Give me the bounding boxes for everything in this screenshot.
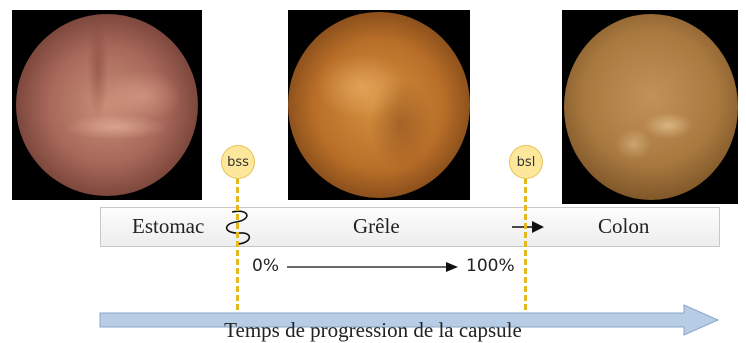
progress-start-label: 0% bbox=[252, 256, 279, 276]
marker-bss: bss bbox=[221, 145, 255, 179]
valve-arrow-icon bbox=[512, 221, 544, 233]
time-axis-label: Temps de progression de la capsule bbox=[0, 318, 746, 343]
bss-dashed-line bbox=[236, 178, 239, 310]
progress-arrow bbox=[287, 262, 458, 272]
progress-end-label: 100% bbox=[466, 256, 515, 276]
bsl-dashed-line bbox=[524, 178, 527, 310]
marker-bsl: bsl bbox=[509, 145, 543, 179]
